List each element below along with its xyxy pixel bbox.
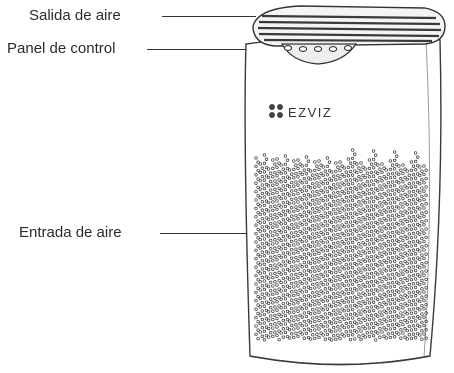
label-air-outlet: Salida de aire (29, 7, 121, 24)
control-button-4 (328, 46, 338, 52)
purifier-base (249, 355, 431, 366)
leader-control-panel (147, 49, 249, 50)
air-inlet-perforations (254, 148, 428, 342)
purifier-side-edge (423, 39, 431, 359)
label-control-panel: Panel de control (7, 40, 116, 57)
control-buttons (283, 45, 353, 52)
brand-name: EZVIZ (288, 105, 332, 120)
leader-air-outlet (162, 16, 256, 17)
control-button-5 (343, 45, 353, 51)
leader-air-inlet (160, 233, 250, 234)
label-air-inlet: Entrada de aire (19, 224, 122, 241)
ezviz-logo-icon (269, 104, 283, 118)
air-outlet-grille (257, 14, 442, 43)
control-button-3 (313, 46, 323, 52)
control-button-2 (298, 46, 308, 52)
control-button-1 (283, 45, 293, 51)
